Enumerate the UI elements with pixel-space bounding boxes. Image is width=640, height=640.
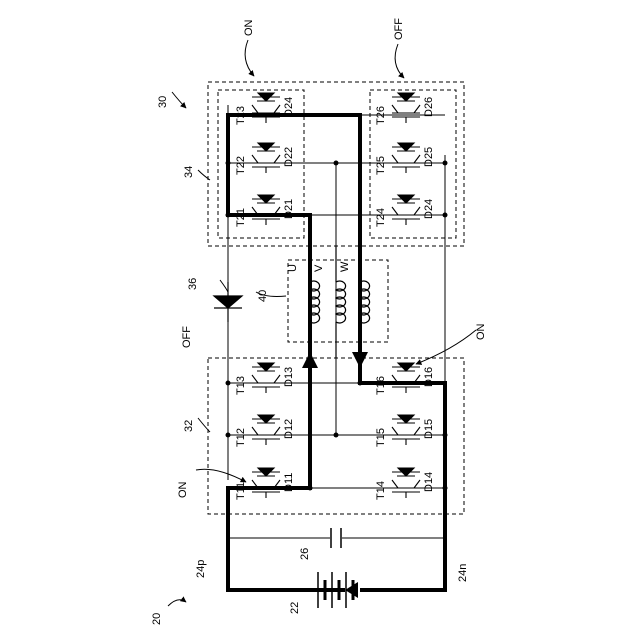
cell-a-upper-0-t-label: T11: [235, 482, 247, 500]
motor-40-box: [288, 260, 388, 342]
cell-a-upper-1: [252, 415, 280, 445]
winding-u-label: U: [287, 264, 299, 272]
state-top-left: ON: [243, 19, 255, 36]
cell-a-lower-2: [392, 363, 420, 393]
ref-32: 32: [183, 420, 195, 432]
cell-b-lower-0-d-label: D24: [423, 199, 435, 219]
cell-b-lower-2: [392, 93, 420, 123]
cell-b-upper-2: [252, 93, 280, 123]
cell-a-lower-0: [392, 468, 420, 498]
cell-a-lower-0-d-label: D14: [423, 472, 435, 492]
cell-b-upper-0-t-label: T21: [235, 208, 247, 227]
ref-24n: 24n: [457, 564, 469, 582]
cell-b-lower-2-d-label: D26: [423, 97, 435, 117]
leader-lines: [168, 40, 476, 606]
ref-26: 26: [299, 548, 311, 560]
state-d16: ON: [475, 323, 487, 340]
switch-36: [214, 282, 242, 322]
cell-b-upper-2-d-label: D24: [283, 97, 295, 117]
cell-b-upper-1: [252, 143, 280, 173]
cell-a-upper-1-t-label: T12: [235, 428, 247, 447]
cell-b-lower-1-d-label: D25: [423, 147, 435, 167]
cell-b-lower-0-t-label: T24: [375, 208, 387, 227]
cell-b-lower-0: [392, 195, 420, 225]
cell-b-lower-2-t-label: T26: [375, 106, 387, 125]
cell-a-lower-2-t-label: T16: [375, 376, 387, 395]
ref-30: 30: [157, 96, 169, 108]
state-top-right: OFF: [393, 18, 405, 40]
cell-a-upper-2-d-label: D13: [283, 367, 295, 387]
state-t11: ON: [177, 481, 189, 498]
cell-a-lower-1-d-label: D15: [423, 419, 435, 439]
cell-a-lower-0-t-label: T14: [375, 481, 387, 500]
cell-a-upper-2-t-label: T13: [235, 376, 247, 395]
cell-b-upper-2-t-label: T23: [235, 106, 247, 125]
cell-b-lower-1-t-label: T25: [375, 156, 387, 175]
cell-a-upper-1-d-label: D12: [283, 419, 295, 439]
ref-36: 36: [187, 278, 199, 290]
winding-v-label: V: [313, 264, 325, 272]
capacitor: [331, 528, 341, 548]
cell-a-upper-2: [252, 363, 280, 393]
cell-b-upper-1-d-label: D22: [283, 147, 295, 167]
cell-b-upper-0-d-label: D21: [283, 199, 295, 219]
cell-a-lower-1-t-label: T15: [375, 428, 387, 447]
ref-24p: 24p: [195, 560, 207, 578]
cell-b-upper-1-t-label: T22: [235, 156, 247, 175]
cell-a-upper-0-d-label: D11: [283, 473, 295, 492]
cell-a-lower-1: [392, 415, 420, 445]
ref-20: 20: [151, 613, 163, 625]
winding-w-label: W: [339, 261, 351, 272]
ref-22: 22: [289, 602, 301, 614]
state-switch: OFF: [181, 326, 193, 348]
ref-34: 34: [183, 166, 195, 178]
cell-b-upper-0: [252, 195, 280, 225]
cell-b-lower-1: [392, 143, 420, 173]
cell-a-lower-2-d-label: D16: [423, 367, 435, 387]
cell-a-upper-0: [252, 468, 280, 498]
